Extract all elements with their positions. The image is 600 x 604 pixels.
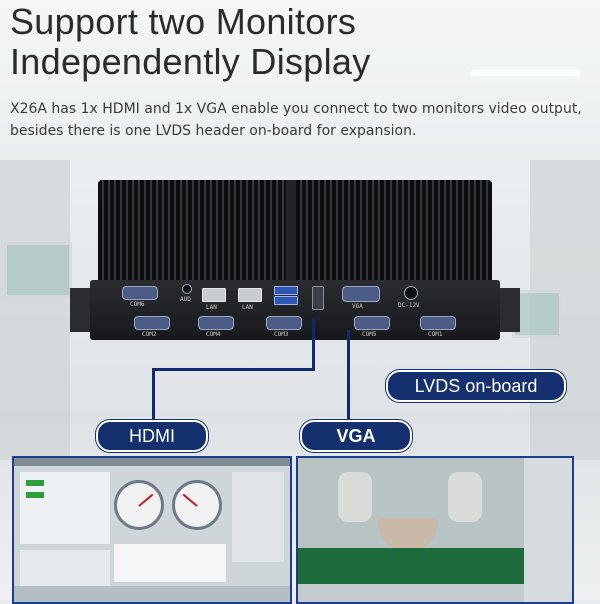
tank-icon — [338, 472, 372, 522]
bottom-toolbar — [14, 586, 290, 602]
factory-floor — [298, 548, 524, 584]
com5-label: COM5 — [362, 331, 377, 338]
com1-port — [420, 316, 456, 330]
com3-label: COM3 — [274, 331, 289, 338]
monitor-display-2 — [296, 456, 574, 604]
vga-callout: VGA — [300, 420, 412, 452]
lan2-label: LAN — [242, 304, 253, 311]
ceiling-lamp — [500, 105, 580, 111]
page-title: Support two Monitors Independently Displ… — [10, 2, 570, 82]
com5-port — [354, 316, 390, 330]
vga-pointer-line — [347, 330, 350, 422]
com3-port — [266, 316, 302, 330]
description: X26A has 1x HDMI and 1x VGA enable you c… — [10, 101, 582, 139]
side-control-panel — [524, 458, 572, 602]
vga-port — [342, 286, 380, 302]
com2-label: COM2 — [142, 331, 157, 338]
status-indicator — [26, 492, 44, 498]
hdmi-port — [312, 286, 324, 310]
com2-port — [134, 316, 170, 330]
com4-port — [198, 316, 234, 330]
usb-port-1 — [274, 286, 298, 295]
com1-label: COM1 — [428, 331, 443, 338]
com6-port — [122, 286, 158, 300]
bottom-status-bar — [298, 584, 524, 602]
com4-label: COM4 — [206, 331, 221, 338]
dc-label: DC-12V — [398, 302, 420, 309]
mini-pc-image: COM6 AUD LAN LAN VGA DC-12V COM2 COM4 CO… — [70, 180, 520, 340]
status-indicator — [26, 480, 44, 486]
gauge-icon — [114, 480, 164, 530]
hdmi-pointer-line — [152, 368, 315, 371]
heatsink-divider — [286, 180, 296, 292]
lan1-label: LAN — [206, 304, 217, 311]
com6-label: COM6 — [130, 301, 145, 308]
hdmi-callout: HDMI — [96, 420, 208, 452]
lan-port-2 — [238, 288, 262, 302]
vga-label: VGA — [352, 303, 363, 310]
title-line-1: Support two Monitors — [10, 1, 357, 42]
lvds-callout: LVDS on-board — [386, 370, 566, 402]
usb-port-2 — [274, 296, 298, 305]
trend-chart — [114, 544, 226, 582]
title-line-2: Independently Display — [10, 41, 371, 82]
control-panel — [232, 472, 284, 562]
hdmi-pointer-line — [312, 318, 315, 370]
tank-icon — [448, 472, 482, 522]
aud-label: AUD — [180, 296, 191, 303]
gauge-icon — [172, 480, 222, 530]
ceiling-lamp — [470, 70, 580, 76]
monitor-display-1 — [12, 456, 292, 604]
hdmi-pointer-line — [152, 368, 155, 420]
window-titlebar — [14, 458, 290, 466]
dc-jack — [404, 286, 418, 300]
lan-port-1 — [202, 288, 226, 302]
bg-pillar — [0, 160, 70, 460]
audio-jack — [182, 284, 192, 294]
bg-monitor — [4, 242, 72, 298]
io-panel: COM6 AUD LAN LAN VGA DC-12V COM2 COM4 CO… — [90, 280, 500, 340]
